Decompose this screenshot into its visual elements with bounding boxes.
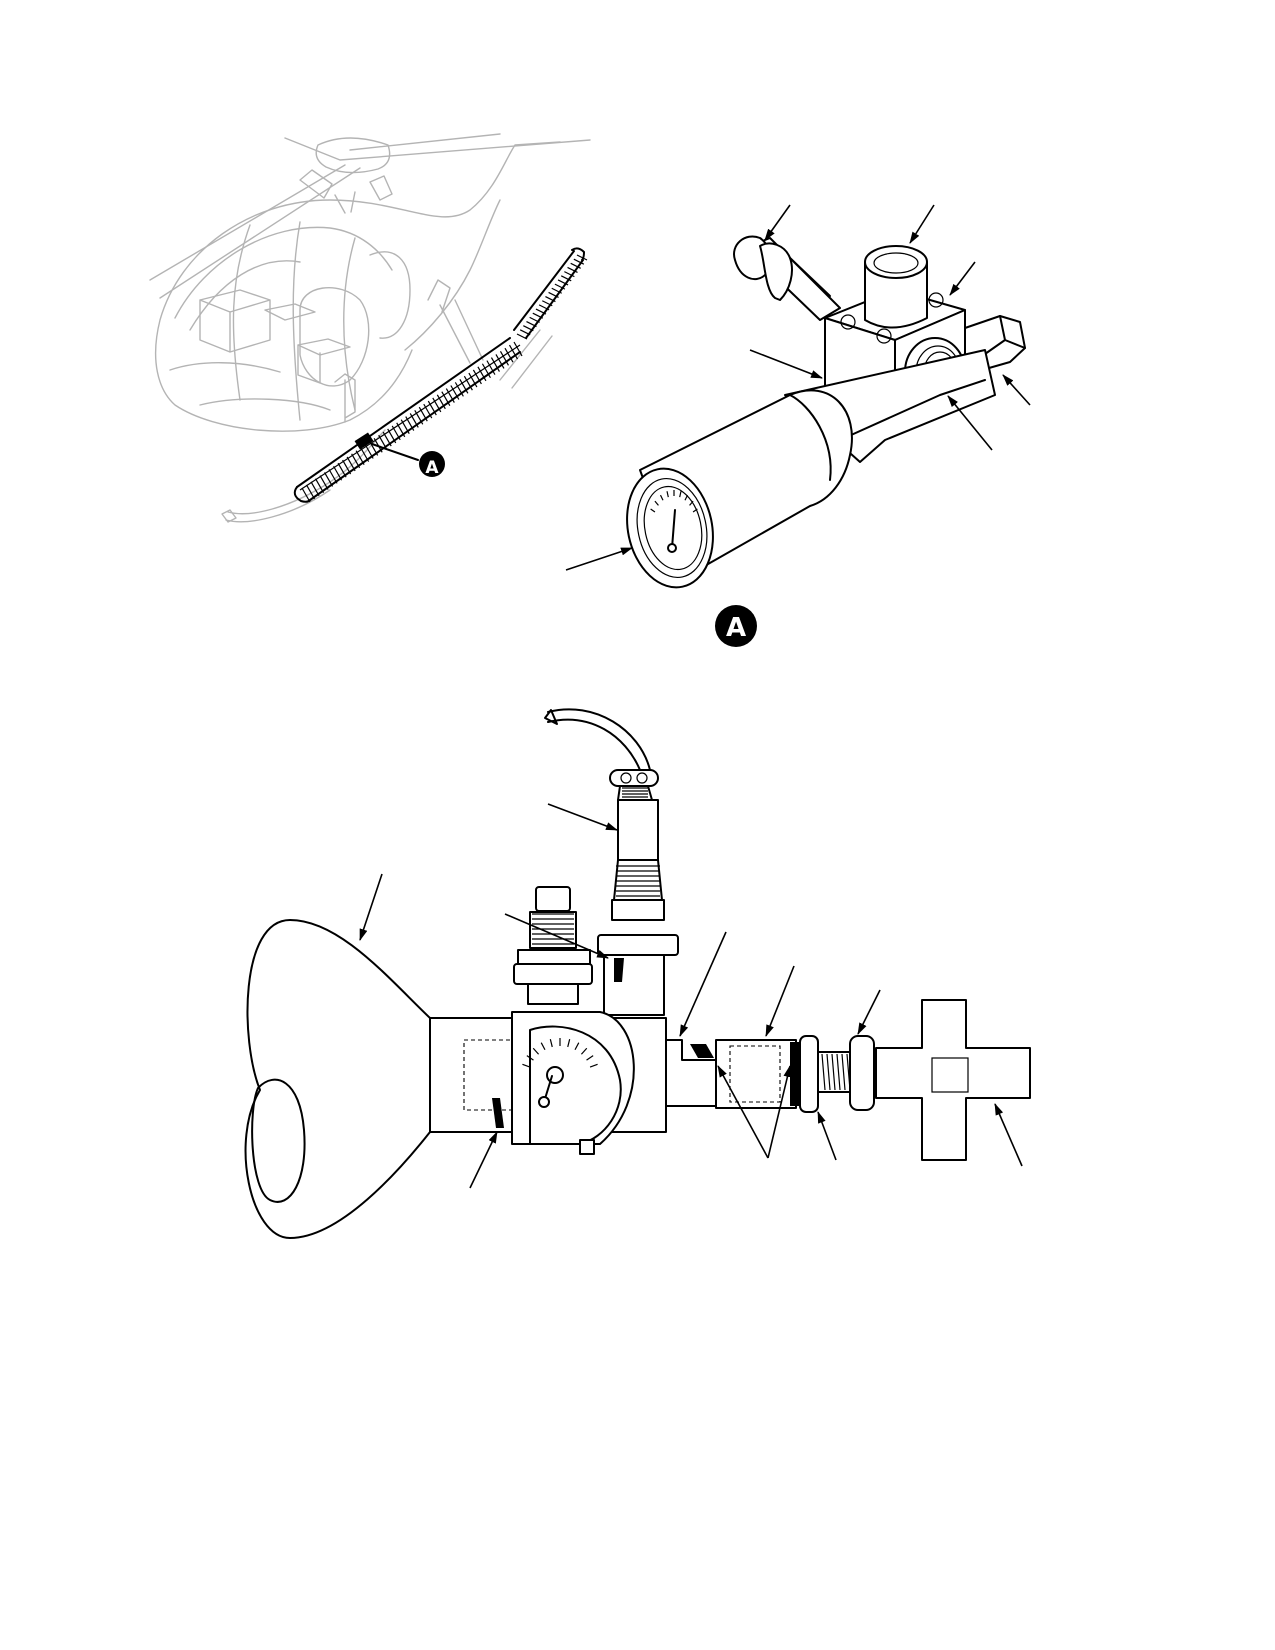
fitting-highlight-marker: [354, 432, 374, 450]
detail-a-isometric-assembly: A: [565, 204, 1031, 647]
connector-ridges: [616, 787, 660, 897]
section-gauge-ticks: [522, 1038, 598, 1068]
svg-text:A: A: [726, 613, 746, 643]
detail-a-callout-top: A: [419, 451, 445, 478]
detail-a-label: A: [715, 605, 757, 647]
svg-text:A: A: [425, 458, 439, 478]
iso-gauge-ticks: [650, 490, 698, 513]
helicopter-locator-view: A: [149, 133, 591, 523]
tube-hatching: [301, 254, 588, 503]
exploded-section-view: [244, 708, 1031, 1239]
